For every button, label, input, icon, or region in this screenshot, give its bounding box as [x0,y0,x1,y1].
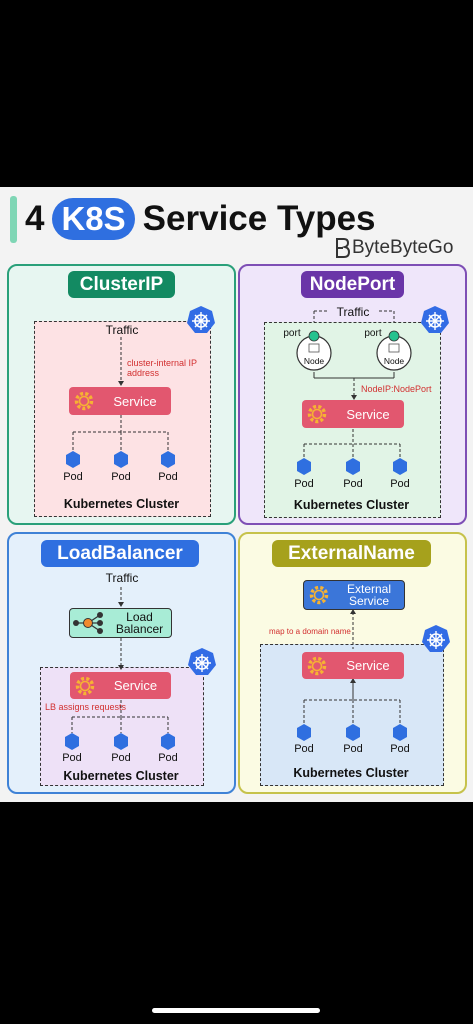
diagram-canvas: 4 K8S Service Types ByteByteGo ClusterIP… [0,187,473,802]
loadbalancer-note: LB assigns requests [45,702,127,712]
clusterip-cluster-label: Kubernetes Cluster [63,497,180,511]
clusterip-pod-label: Pod [158,471,178,483]
loadbalancer-cluster-label: Kubernetes Cluster [63,769,179,783]
nodeport-port-label: port [364,328,382,339]
pod-icon [114,451,128,468]
nodeport-badge: NodePort [301,271,404,298]
externalname-service-box: Service [302,652,404,679]
nodeport-traffic-label: Traffic [328,305,378,319]
pod-icon [393,458,407,475]
brand-logo: ByteByteGo [334,235,453,261]
externalname-note: map to a domain name [269,627,351,636]
nodeport-port-label: port [283,328,301,339]
externalname-service-label: Service [346,658,390,673]
clusterip-traffic-label: Traffic [105,323,139,337]
pod-icon [297,458,311,475]
title-text: Service Types [142,199,376,238]
externalname-pod-icons [297,724,407,741]
loadbalancer-traffic-label: Traffic [105,571,139,585]
clusterip-pod-label: Pod [63,471,83,483]
nodeport-pod-label: Pod [294,478,314,490]
nodeport-service-box: Service [302,400,404,428]
nodeport-pod-label: Pod [343,478,363,490]
loadbalancer-badge: LoadBalancer [41,540,199,567]
pod-icon [65,733,79,750]
externalname-connectors [303,609,401,724]
pod-icon [66,451,80,468]
panel-loadbalancer: LoadBalancer Traffic Load Balancer Servi… [7,532,236,794]
externalname-pod-label: Pod [294,743,314,755]
clusterip-service-label: Service [113,393,157,409]
external-service-label: External Service [346,582,392,608]
clusterip-note: cluster-internal IP address [127,358,197,378]
nodeport-service-label: Service [346,406,390,422]
bytebytego-logo-icon [336,238,350,258]
panel-externalname: ExternalName External Service map to a d… [238,532,467,794]
title-number: 4 [25,199,45,238]
externalname-pod-label: Pod [390,743,410,755]
kubernetes-helm-icon [422,625,450,652]
clusterip-connectors [72,337,169,450]
title-k8s-pill: K8S [52,198,135,240]
service-gear-icon [74,391,94,411]
pod-icon [346,458,360,475]
pod-icon [114,733,128,750]
pod-icon [297,724,311,741]
pod-icon [161,733,175,750]
nodeport-node-label: Node [383,356,405,366]
loadbalancer-connectors [71,587,169,733]
port-dot [308,330,320,342]
kubernetes-helm-icon [187,306,215,333]
nodeport-nodes [296,330,412,371]
node-chip-icon [388,343,400,353]
node-chip-icon [308,343,320,353]
kubernetes-helm-icon [188,648,216,675]
page-title: 4 K8S Service Types [25,197,376,241]
loadbalancer-pod-label: Pod [158,752,178,764]
pod-icon [346,724,360,741]
nodeport-node-label: Node [303,356,325,366]
externalname-pod-label: Pod [343,743,363,755]
home-indicator[interactable] [152,1008,320,1013]
externalname-cluster-label: Kubernetes Cluster [293,766,409,780]
nodeport-note: NodeIP:NodePort [361,384,432,394]
title-accent-bar [10,196,17,243]
clusterip-cluster [34,321,211,517]
pod-icon [161,451,175,468]
port-dot [388,330,400,342]
nodeport-pod-label: Pod [390,478,410,490]
clusterip-pod-icons [66,451,175,468]
service-gear-icon [307,404,327,424]
loadbalancer-pod-icons [65,733,175,750]
service-gear-icon [307,656,327,675]
external-gear-icon [309,585,329,605]
pod-icon [393,724,407,741]
clusterip-service-box: Service [69,387,171,415]
panel-nodeport: NodePort Traffic port port [238,264,467,525]
loadbalancer-label: Load Balancer [115,610,164,636]
clusterip-badge: ClusterIP [68,271,175,298]
external-service-box: External Service [303,580,405,610]
loadbalancer-pod-label: Pod [111,752,131,764]
kubernetes-helm-icon [421,306,449,333]
nodeport-pod-icons [297,458,407,475]
service-gear-icon [75,676,95,695]
clusterip-pod-label: Pod [111,471,131,483]
loadbalancer-service-label: Service [113,678,158,693]
load-balancer-icon [73,612,103,634]
loadbalancer-pod-label: Pod [62,752,82,764]
externalname-badge: ExternalName [272,540,431,567]
loadbalancer-box: Load Balancer [69,608,172,638]
panel-clusterip: ClusterIP Traffic cluster-internal IP ad… [7,264,236,525]
brand-name: ByteByteGo [352,237,454,258]
loadbalancer-service-box: Service [70,672,171,699]
nodeport-cluster-label: Kubernetes Cluster [293,498,410,512]
